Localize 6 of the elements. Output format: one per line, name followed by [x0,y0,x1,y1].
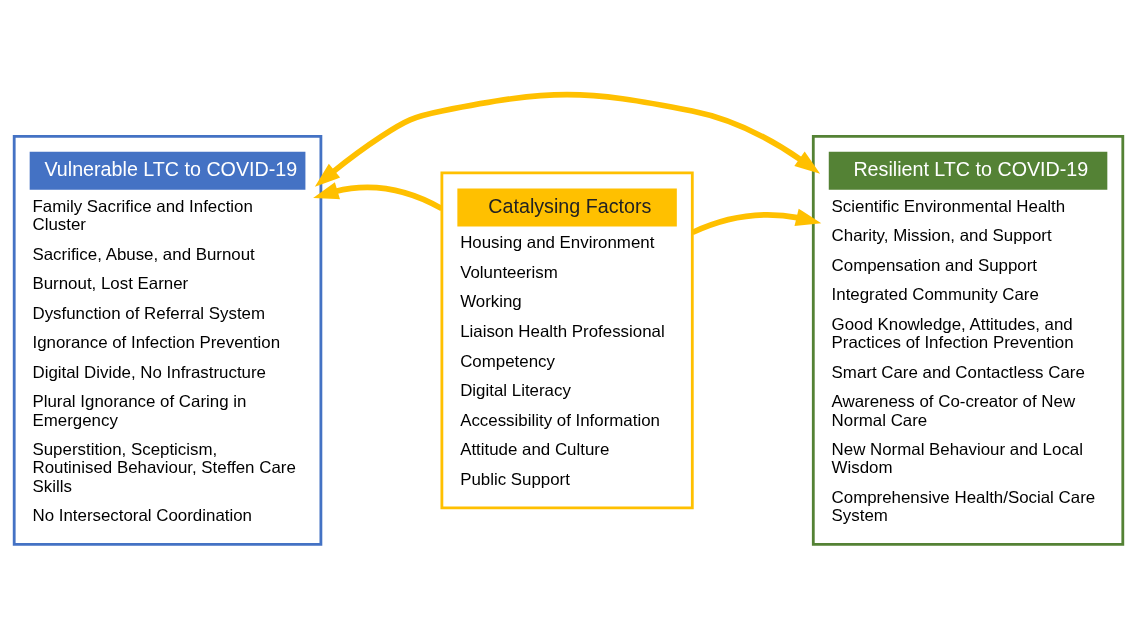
node-box: Resilient LTC to COVID-19 Scientific Environmental Health Charity, Mission, and Support Compensation and Support Integrated Community Care Good Knowledge, Attitudes, and Practices of Infection Prevention Smart Care and Contactless Care Awareness of Co-creator of New Normal Care New Normal Behaviour and Local Wisdom Comprehensive Health/Social Care System [811,134,1125,546]
node-box: Vulnerable LTC to COVID-19 Family Sacrifice and Infection Cluster Sacrifice, Abuse, and Burnout Burnout, Lost Earner Dysfunction of Referral System Ignorance of Infection Prevention Digital Divide, No Infrastructure Plural Ignorance of Caring in Emergency Superstition, Scepticism, Routinised Behaviour, Steffen Care Skills No Intersectoral Coordination [12,134,323,546]
arrow [691,208,822,236]
node-box: Catalysing Factors Housing and Environment Volunteerism Working Liaison Health Professional Competency Digital Literacy Accessibility of Information Attitude and Culture Public Support [440,171,694,510]
arrow [314,91,821,187]
arrow [313,182,444,212]
